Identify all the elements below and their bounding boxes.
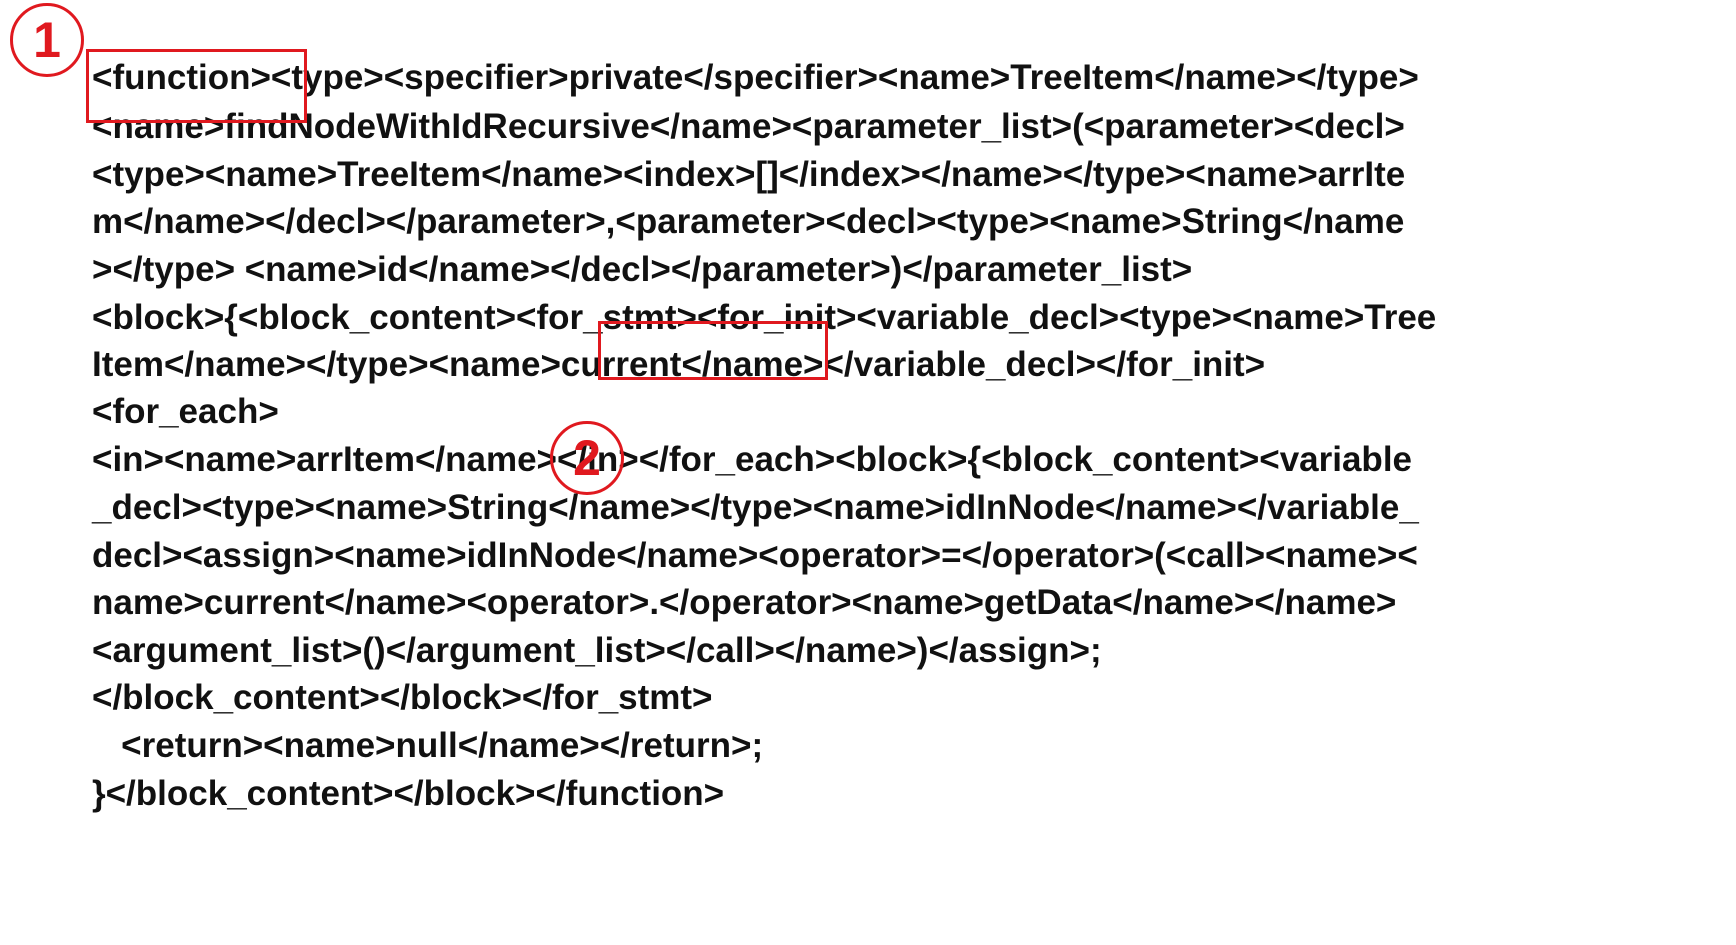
code-line: </block_content></block></for_stmt>: [92, 678, 713, 717]
code-line: m</name></decl></parameter>,<parameter><…: [92, 202, 1405, 241]
code-line: <block>{<block_content><for_stmt><for_in…: [92, 298, 1437, 337]
code-line: <argument_list>()</argument_list></call>…: [92, 631, 1102, 670]
marker-2: 2: [550, 421, 624, 495]
code-line: _decl><type><name>String</name></type><n…: [92, 488, 1419, 527]
code-line: <function><type><specifier>private</spec…: [92, 58, 1419, 97]
code-line: decl><assign><name>idInNode</name><opera…: [92, 536, 1418, 575]
marker-1: 1: [10, 3, 84, 77]
function-tag-highlight-box: [86, 49, 307, 123]
code-line: <name>findNodeWithIdRecursive</name><par…: [92, 107, 1405, 146]
code-line: ></type> <name>id</name></decl></paramet…: [92, 250, 1193, 289]
code-line: name>current</name><operator>.</operator…: [92, 583, 1397, 622]
code-line: <in><name>arrItem</name></in></for_each>…: [92, 440, 1413, 479]
code-line: <return><name>null</name></return>;: [92, 726, 764, 765]
code-line: }</block_content></block></function>: [92, 774, 725, 813]
code-line: <type><name>TreeItem</name><index>[]</in…: [92, 155, 1406, 194]
code-line: <for_each>: [92, 392, 279, 431]
for-stmt-tag-highlight-box: [598, 321, 828, 380]
